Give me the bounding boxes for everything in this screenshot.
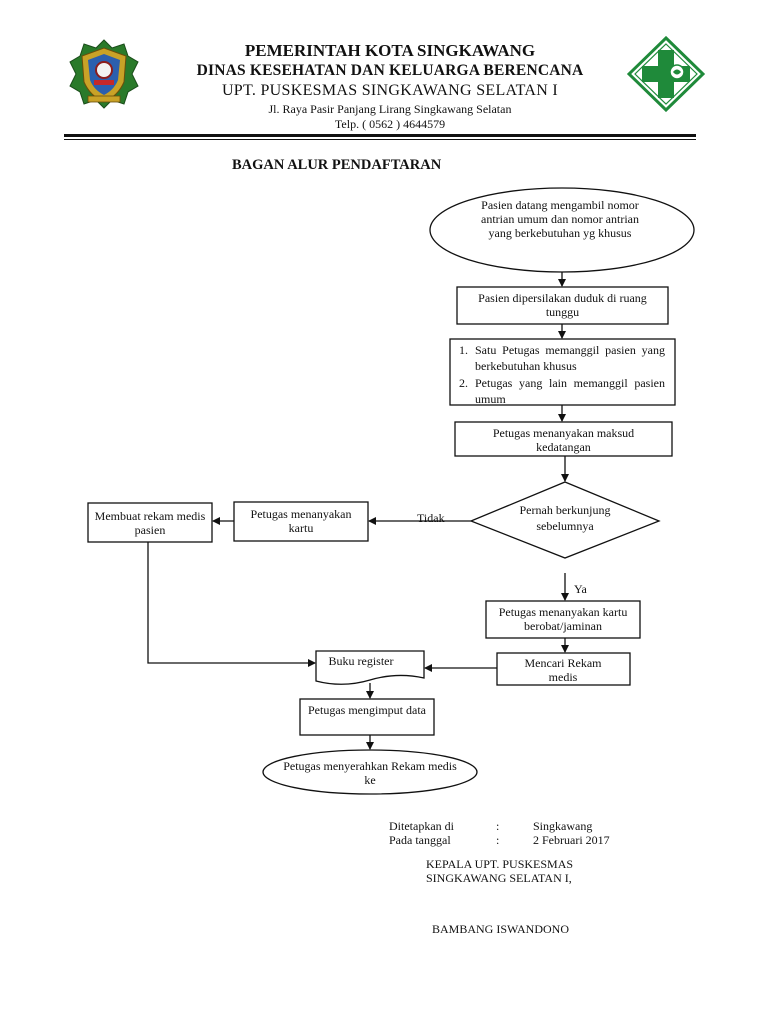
node-find-record	[496, 652, 631, 686]
label-yes: Ya	[574, 582, 587, 596]
input-text: Petugas mengimput data	[308, 703, 426, 717]
node-register	[315, 650, 425, 685]
node-end	[262, 749, 478, 795]
set-at-colon: :	[496, 819, 500, 833]
register-text: Buku register	[328, 654, 394, 668]
ask-card-text: Petugas menanyakan kartu	[250, 507, 352, 535]
set-at-label: Ditetapkan di	[389, 819, 454, 833]
header-address: Jl. Raya Pasir Panjang Lirang Singkawang…	[268, 102, 512, 116]
header-divider-thick	[64, 134, 696, 137]
set-at-value: Singkawang	[533, 819, 593, 833]
ask-purpose-text: Petugas menanyakan maksud kedatangan	[492, 426, 635, 454]
ask-insurance-text: Petugas menanyakan kartu berobat/jaminan	[498, 605, 628, 633]
puskesmas-logo	[627, 36, 705, 112]
signer-title-2: SINGKAWANG SELATAN I,	[426, 871, 572, 885]
calls-item-2: 2.Petugas yang lain memanggil pasien umu…	[459, 376, 665, 406]
city-emblem-logo	[69, 39, 139, 109]
node-ask-insurance	[485, 600, 641, 639]
arrow-record-register	[147, 542, 316, 667]
signer-title-1: KEPALA UPT. PUSKESMAS	[426, 857, 574, 871]
make-record-text: Membuat rekam medis pasien	[94, 509, 206, 537]
calls-item-1: 1.Satu Petugas memanggil pasien yang ber…	[459, 343, 665, 373]
header-department: DINAS KESEHATAN DAN KELUARGA BERENCANA	[196, 62, 584, 79]
header-institution: UPT. PUSKESMAS SINGKAWANG SELATAN I	[221, 82, 559, 99]
date-colon: :	[496, 833, 500, 847]
node-input	[299, 698, 435, 736]
start-text: Pasien datang mengambil nomor antrian um…	[481, 198, 639, 240]
end-text: Petugas menyerahkan Rekam medis ke	[283, 759, 457, 787]
page-title: BAGAN ALUR PENDAFTARAN	[232, 157, 442, 173]
calls-list: 1.Satu Petugas memanggil pasien yang ber…	[459, 342, 665, 407]
find-record-text: Mencari Rekam medis	[524, 656, 602, 684]
node-make-record	[87, 502, 213, 543]
header-government: PEMERINTAH KOTA SINGKAWANG	[244, 41, 536, 60]
date-label: Pada tanggal	[389, 833, 451, 847]
signer-name: BAMBANG ISWANDONO	[432, 922, 570, 936]
node-decision	[469, 481, 661, 559]
label-no: Tidak	[417, 511, 445, 525]
header-divider-thin	[64, 139, 696, 140]
wait-text: Pasien dipersilakan duduk di ruang tungg…	[478, 291, 647, 319]
node-wait	[456, 286, 669, 325]
node-ask-purpose	[454, 421, 673, 457]
header-phone: Telp. ( 0562 ) 4644579	[334, 117, 446, 131]
date-value: 2 Februari 2017	[533, 833, 610, 847]
node-calls	[449, 338, 676, 406]
decision-text: Pernah berkunjung sebelumnya	[519, 503, 611, 533]
